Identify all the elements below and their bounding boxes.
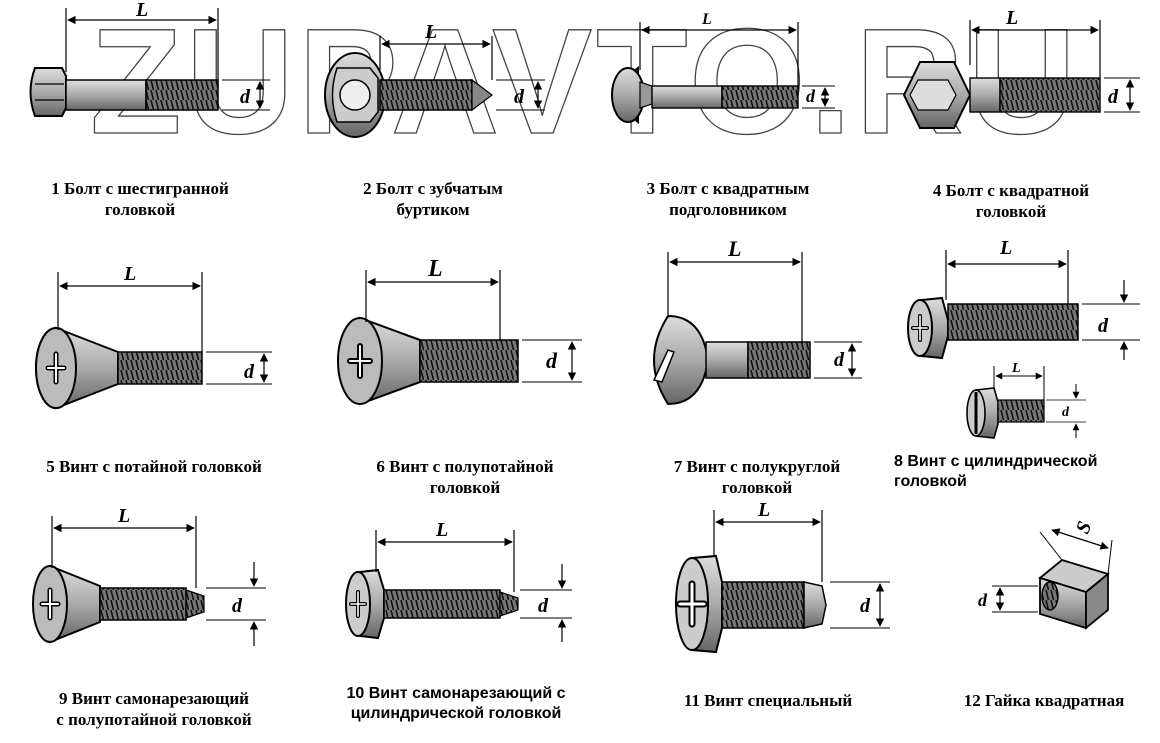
caption-line: 12 Гайка квадратная: [963, 691, 1125, 710]
caption-8: 8 Винт с цилиндрической головкой: [894, 452, 1156, 492]
caption-6: 6 Винт с полупотайной головкой: [340, 456, 590, 498]
screw-special-drawing: [675, 510, 890, 654]
bolt-hex-head-drawing: [29, 8, 270, 117]
length-label: L: [117, 505, 130, 527]
bolt-square-head-drawing: [902, 20, 1140, 129]
caption-line: 10 Винт самонарезающий с: [346, 685, 566, 702]
length-label: L: [135, 0, 148, 21]
length-label: L: [435, 519, 448, 541]
caption-11: 11 Винт специальный: [648, 690, 888, 711]
caption-line: 4 Болт с квадратной: [932, 181, 1090, 200]
caption-line: 2 Болт с зубчатым: [363, 179, 503, 198]
bolt-square-neck-drawing: [611, 22, 835, 125]
screw-round-head-drawing: [652, 252, 862, 406]
length-label: L: [1011, 361, 1021, 376]
caption-1: 1 Болт с шестигранной головкой: [22, 178, 258, 220]
caption-line: подголовником: [669, 200, 787, 219]
screw-self-tapping-countersunk-drawing: [32, 516, 266, 646]
length-label: L: [424, 21, 437, 43]
diameter-label: d: [1098, 315, 1109, 337]
caption-line: 11 Винт специальный: [683, 691, 853, 710]
caption-line: 5 Винт с потайной головкой: [46, 457, 262, 476]
diameter-label: d: [1062, 405, 1070, 420]
caption-line: цилиндрической головкой: [350, 705, 562, 722]
caption-5: 5 Винт с потайной головкой: [6, 456, 302, 477]
caption-line: головкой: [975, 202, 1047, 221]
caption-line: 6 Винт с полупотайной: [376, 457, 554, 476]
diameter-label: d: [240, 86, 251, 108]
diameter-label: d: [538, 595, 549, 617]
caption-7: 7 Винт с полукруглой головкой: [642, 456, 872, 498]
caption-2: 2 Болт с зубчатым буртиком: [318, 178, 548, 220]
screw-countersunk-drawing: [35, 272, 272, 410]
caption-line: 8 Винт с цилиндрической: [894, 453, 1098, 470]
screw-raised-countersunk-drawing: [337, 270, 582, 406]
caption-12: 12 Гайка квадратная: [932, 690, 1156, 711]
diameter-label: d: [1108, 86, 1119, 108]
caption-line: 7 Винт с полукруглой: [673, 457, 841, 476]
caption-line: головкой: [429, 478, 501, 497]
diameter-label: d: [546, 348, 558, 373]
caption-3: 3 Болт с квадратным подголовником: [610, 178, 846, 220]
diameter-label: d: [806, 86, 816, 106]
bolt-serrated-flange-drawing: [324, 36, 545, 138]
diameter-label: d: [514, 86, 525, 108]
screw-cheese-head-small-drawing: [966, 366, 1086, 439]
diameter-label: d: [232, 595, 243, 617]
length-label: L: [427, 256, 443, 282]
diameter-label: d: [834, 349, 845, 371]
diameter-label: d: [244, 361, 255, 383]
square-nut-drawing: [992, 528, 1113, 630]
size-label: S: [1072, 518, 1097, 537]
caption-line: буртиком: [396, 200, 470, 219]
caption-line: 9 Винт самонарезающий: [59, 689, 249, 708]
caption-line: с полупотайной головкой: [56, 710, 252, 729]
caption-line: головкой: [104, 200, 176, 219]
length-label: L: [701, 11, 712, 28]
caption-line: 3 Болт с квадратным: [646, 179, 810, 198]
screw-cheese-head-large-drawing: [907, 250, 1140, 360]
length-label: L: [727, 236, 741, 261]
diameter-label: d: [860, 595, 871, 617]
caption-10: 10 Винт самонарезающий с цилиндрической …: [318, 684, 594, 724]
caption-4: 4 Болт с квадратной головкой: [898, 180, 1124, 222]
length-label: L: [1005, 7, 1018, 29]
caption-line: головкой: [721, 478, 793, 497]
caption-line: 1 Болт с шестигранной: [51, 179, 229, 198]
length-label: L: [123, 263, 136, 285]
screw-self-tapping-cheese-head-drawing: [345, 530, 572, 642]
length-label: L: [999, 237, 1012, 259]
diameter-label: d: [978, 590, 988, 610]
length-label: L: [757, 499, 770, 521]
caption-9: 9 Винт самонарезающий с полупотайной гол…: [16, 688, 292, 730]
caption-line: головкой: [894, 473, 967, 490]
